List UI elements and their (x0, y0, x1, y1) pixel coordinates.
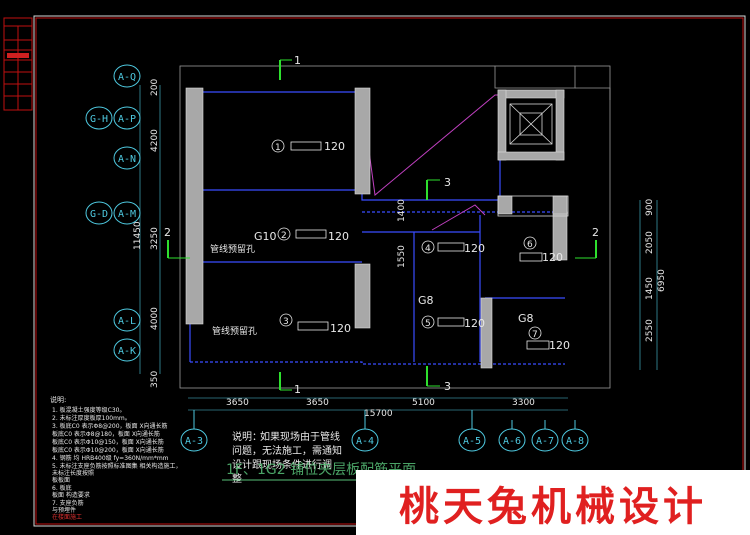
axis-label-bottom: A-6 (503, 436, 521, 447)
dim-bottom: 3650 (306, 398, 329, 408)
note-line: 在楼面施工 (52, 513, 82, 521)
dim-right: 6950 (657, 269, 667, 292)
remark-line: 设计跟现场条件进行调 (232, 458, 332, 471)
slab-thickness: 120 (464, 317, 485, 330)
section-mark-number: 2 (592, 226, 599, 239)
axis-label: A-N (118, 154, 136, 165)
dim-left: 4000 (150, 307, 160, 330)
room-number: 4 (425, 244, 431, 254)
upper-block-right (575, 87, 611, 100)
section-mark-number: 1 (294, 383, 301, 396)
note-line: 2. 未标注厚度板厚100mm。 (52, 414, 131, 422)
watermark-text: 桃天兔机械设计 (399, 483, 707, 530)
note-line: 5. 未标注支座负筋按照标准图集 相关构造施工， (52, 462, 182, 470)
slab-thickness: 120 (324, 140, 345, 153)
dim-right: 2550 (645, 319, 655, 342)
dim-right: 2050 (645, 231, 655, 254)
remark-line: 整 (232, 472, 242, 485)
slab-thickness: 120 (330, 322, 351, 335)
dim-inner: 1400 (397, 199, 407, 222)
axis-label: G-D (90, 209, 108, 220)
pipe-route-2 (431, 204, 486, 231)
note-line: 7. 支座负筋 (52, 499, 84, 507)
room-number: 5 (425, 319, 431, 329)
notes-title: 说明: (50, 395, 66, 404)
note-line: 与预埋件 (52, 506, 76, 514)
stair-box (497, 195, 569, 217)
axis-label: A-Q (118, 72, 136, 83)
upper-block (494, 66, 576, 89)
building-outline (179, 65, 611, 389)
beam-label: G8 (518, 312, 534, 325)
section-mark-number: 2 (164, 226, 171, 239)
section-mark-number: 3 (444, 380, 451, 393)
slab-boundaries (189, 91, 565, 365)
room-number: 6 (527, 240, 533, 250)
dim-bottom: 3650 (226, 398, 249, 408)
section-mark-number: 1 (294, 54, 301, 67)
dimension-lines (139, 85, 658, 411)
note-line: 6. 板底 (52, 484, 72, 492)
walls (185, 87, 568, 369)
axis-label-bottom: A-8 (566, 436, 584, 447)
axis-label: A-L (118, 316, 136, 327)
title-strip (3, 17, 33, 111)
remark-label: 说明： (232, 430, 262, 443)
axis-label: A-P (118, 114, 136, 125)
note-line: 板底C0 表示Φ10@150，板面 X向通长筋 (52, 438, 164, 446)
axis-label: A-K (118, 346, 136, 357)
remark-line: 问题，无法施工，需通知 (232, 444, 342, 457)
room-number: 1 (275, 143, 281, 153)
dim-bottom: 5100 (412, 398, 435, 408)
slab-thickness: 120 (549, 339, 570, 352)
axis-label-bottom: A-3 (185, 436, 203, 447)
room-number: 7 (532, 330, 538, 340)
dim-bottom: 15700 (364, 409, 393, 419)
dim-left: 3250 (150, 227, 160, 250)
note-line: 4. 钢筋 均 HRB400级 fy=360N/mm*mm (52, 454, 169, 462)
note-line: 板底C0 表示Φ10@200，板面 X向通长筋 (52, 446, 164, 454)
dim-left: 4200 (150, 129, 160, 152)
room-number: 2 (281, 231, 287, 241)
axis-label-bottom: A-7 (536, 436, 554, 447)
slab-thickness: 120 (464, 242, 485, 255)
axis-bubbles-left (85, 64, 141, 362)
dim-right: 1450 (645, 277, 655, 300)
remark-line: 如果现场由于管线 (260, 430, 340, 443)
note-line: 板板面 (52, 476, 70, 484)
note-line: 1. 板混凝土强度等级C30。 (52, 406, 125, 414)
dim-bottom: 3300 (512, 398, 535, 408)
slab-thickness: 120 (542, 251, 563, 264)
section-mark-number: 3 (444, 176, 451, 189)
beam-label: G8 (418, 294, 434, 307)
note-line: 板面 构造要求 (52, 491, 90, 499)
note-line: 未标注长度按照 (52, 469, 94, 477)
axis-label: A-M (118, 209, 136, 220)
axis-label-bottom: A-5 (463, 436, 481, 447)
axis-bubbles-bottom (180, 410, 589, 452)
beam-label: G10 (254, 230, 277, 243)
hole-label: 管线预留孔 (212, 325, 257, 337)
elevator-shaft (509, 103, 553, 145)
dim-left: 11450 (133, 221, 143, 250)
dim-left: 350 (150, 371, 160, 388)
room-number: 3 (283, 317, 289, 327)
slab-thickness: 120 (328, 230, 349, 243)
hole-label: 管线预留孔 (210, 243, 255, 255)
dim-right: 900 (645, 199, 655, 216)
note-line: 3. 板底C0 表示Φ8@200，板面 X向通长筋 (52, 422, 168, 430)
dim-left: 200 (150, 79, 160, 96)
section-marks (167, 59, 597, 391)
axis-label: G-H (90, 114, 108, 125)
note-line: 板底C0 表示Φ8@180，板面 X向通长筋 (52, 430, 160, 438)
watermark-banner: 桃天兔机械设计 (356, 470, 750, 535)
dim-inner: 1550 (397, 245, 407, 268)
axis-label-bottom: A-4 (356, 436, 374, 447)
